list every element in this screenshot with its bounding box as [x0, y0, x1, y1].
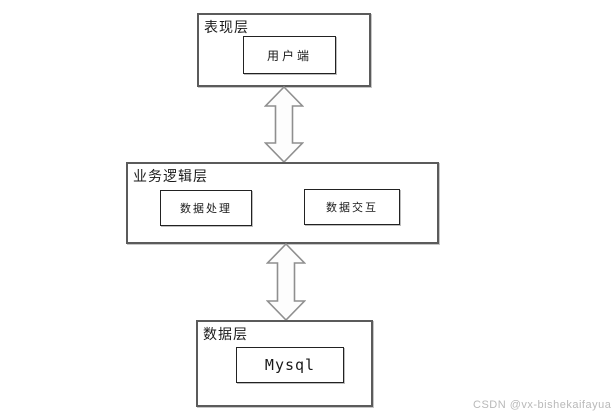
- node-client: 用户端: [243, 36, 336, 74]
- node-data-interaction-label: 数据交互: [326, 202, 378, 214]
- layer-presentation-title: 表现层: [204, 21, 249, 36]
- node-data-processing: 数据处理: [160, 190, 252, 226]
- node-data-interaction: 数据交互: [304, 189, 400, 225]
- bidirectional-arrow-icon: [266, 243, 306, 321]
- node-data-processing-label: 数据处理: [180, 203, 232, 215]
- layer-data-title: 数据层: [203, 328, 248, 343]
- layer-business-logic-title: 业务逻辑层: [133, 170, 208, 185]
- node-client-label: 用户端: [266, 48, 312, 63]
- bidirectional-arrow-icon: [264, 86, 304, 163]
- node-mysql: Mysql: [236, 347, 344, 383]
- layer-business-logic: 业务逻辑层 数据处理 数据交互: [126, 162, 439, 244]
- node-mysql-label: Mysql: [264, 356, 316, 374]
- layer-data: 数据层 Mysql: [196, 320, 373, 407]
- csdn-watermark: CSDN @vx-bishekaifayuan: [473, 399, 611, 411]
- layer-presentation: 表现层 用户端: [197, 13, 371, 87]
